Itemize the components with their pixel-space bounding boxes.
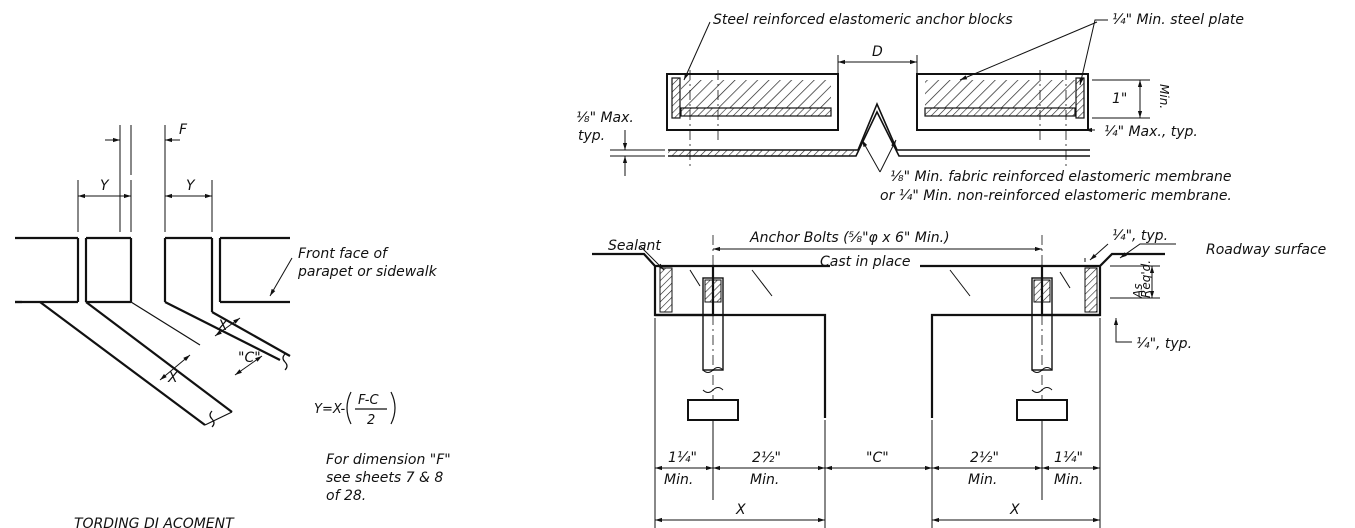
one-inch-label: 1" — [1112, 91, 1127, 107]
sealant-label: Sealant — [608, 238, 661, 254]
dim-D-label: D — [872, 44, 883, 60]
dim-2-12-left-label: 2½" — [752, 450, 781, 466]
reqd-label: Req'd. — [1139, 260, 1153, 298]
cast-in-place-label: Cast in place — [820, 254, 910, 270]
deck-section — [592, 235, 1176, 528]
note-F-line2: see sheets 7 & 8 — [326, 470, 443, 486]
membrane-label-line1: ⅛" Min. fabric reinforced elastomeric me… — [890, 169, 1232, 185]
quarter-typ-top-label: ¼", typ. — [1112, 228, 1168, 244]
formula-prefix: Y=X- — [314, 402, 346, 417]
membrane-section — [610, 19, 1150, 176]
dim-X-skew-b-label: X — [217, 318, 228, 334]
as-label: As — [1131, 284, 1145, 299]
formula-numerator: F-C — [358, 393, 379, 408]
dim-1-14-left-label: 1¼" — [668, 450, 697, 466]
formula-denominator: 2 — [367, 413, 375, 428]
min-label-1: Min. — [664, 472, 693, 488]
bottom-X-left-label: X — [735, 502, 746, 518]
dim-C-label: "C" — [866, 450, 889, 466]
skew-plan-view — [15, 125, 396, 428]
dim-1-14-right-label: 1¼" — [1054, 450, 1083, 466]
note-F-line1: For dimension "F" — [326, 452, 451, 468]
caption-partial: TORDING DI ACOMENT — [74, 516, 235, 528]
anchor-bolts-label: Anchor Bolts (⅝"φ x 6" Min.) — [749, 230, 950, 246]
front-face-label-line1: Front face of — [298, 246, 389, 262]
dim-F-label: F — [179, 122, 188, 138]
min-label-3: Min. — [968, 472, 997, 488]
note-F-line3: of 28. — [326, 488, 366, 504]
min-label-4: Min. — [1054, 472, 1083, 488]
quarter-max-typ-label: ¼" Max., typ. — [1104, 124, 1198, 140]
min-label-2: Min. — [750, 472, 779, 488]
bottom-X-right-label: X — [1009, 502, 1020, 518]
quarter-typ-bottom-label: ¼", typ. — [1136, 336, 1192, 352]
membrane-label-line2: or ¼" Min. non-reinforced elastomeric me… — [880, 188, 1232, 204]
typ-label: typ. — [578, 128, 605, 144]
dim-X-skew-a-label: X — [167, 370, 178, 386]
dim-C-skew-label: "C" — [238, 350, 261, 366]
dim-Y-left-label: Y — [100, 178, 110, 194]
dim-2-12-right-label: 2½" — [970, 450, 999, 466]
min-vertical-label: Min. — [1157, 84, 1171, 109]
eighth-max-label: ⅛" Max. — [576, 110, 634, 126]
anchor-blocks-label: Steel reinforced elastomeric anchor bloc… — [713, 12, 1013, 28]
roadway-surface-label: Roadway surface — [1206, 242, 1326, 258]
steel-plate-label: ¼" Min. steel plate — [1112, 12, 1244, 28]
front-face-label-line2: parapet or sidewalk — [297, 264, 438, 280]
dim-Y-right-label: Y — [186, 178, 196, 194]
